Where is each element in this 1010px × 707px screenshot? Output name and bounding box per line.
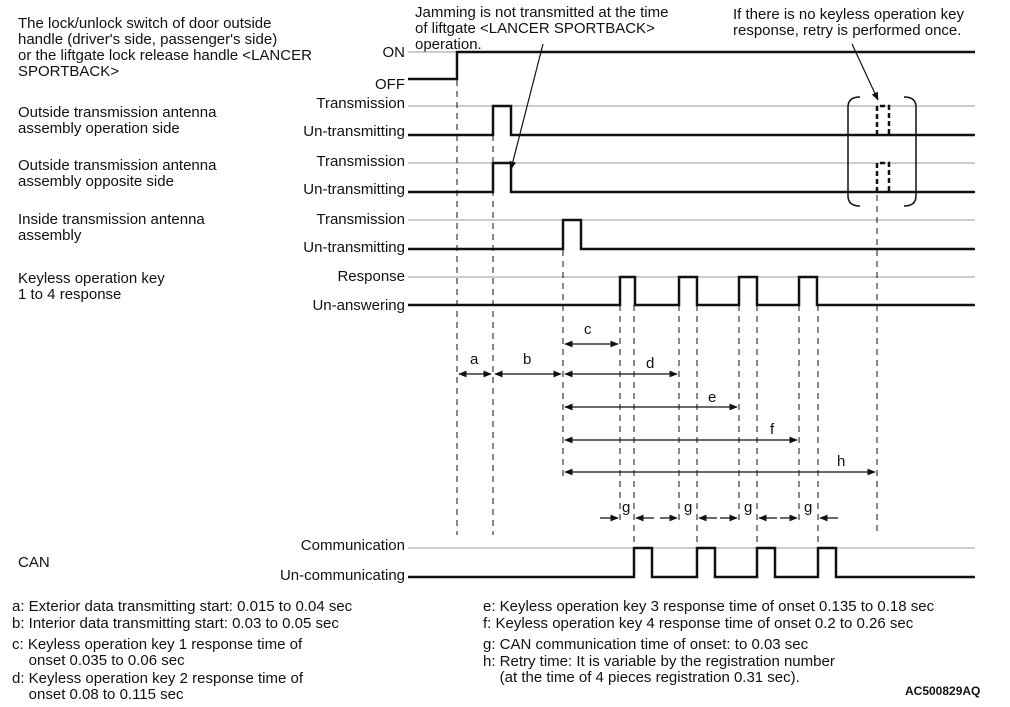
level-label-transmission-2: Transmission [316,153,405,170]
level-label-communication: Communication [300,537,405,554]
wave-keyless-response [408,275,975,307]
timing-markers [456,80,878,548]
level-label-transmission-1: Transmission [316,95,405,112]
wave-inside-antenna [408,218,975,251]
retry-pulses [875,104,891,192]
callout-pointers [509,43,879,170]
level-label-untransmitting-1: Un-transmitting [303,123,405,140]
signal-label-outside-antenna-operation: Outside transmission antenna assembly op… [18,104,217,137]
level-label-transmission-3: Transmission [316,211,405,228]
signal-label-outside-antenna-opposite: Outside transmission antenna assembly op… [18,157,217,190]
figure-code: AC500829AQ [905,684,981,698]
level-label-uncommunicating: Un-communicating [279,567,405,584]
legend-h: h: Retry time: It is variable by the reg… [483,653,835,686]
interval-arrows [458,340,876,522]
signal-label-door-switch: The lock/unlock switch of door outside h… [18,15,312,80]
legend-g: g: CAN communication time of onset: to 0… [483,636,809,653]
wave-outside-antenna-operation [408,104,975,137]
interval-label-b: b [523,351,531,368]
legend-d: d: Keyless operation key 2 response time… [12,670,303,703]
callout-jamming: Jamming is not transmitted at the time o… [415,4,669,53]
signal-label-keyless-key: Keyless operation key 1 to 4 response [18,270,165,303]
interval-label-g: g [804,499,812,516]
interval-label-f: f [770,421,775,438]
interval-label-g: g [744,499,752,516]
signal-label-inside-antenna: Inside transmission antenna assembly [18,211,205,244]
interval-label-c: c [584,321,592,338]
waveforms [408,50,975,579]
wave-door-switch [408,50,975,81]
legend-e: e: Keyless operation key 3 response time… [483,598,935,615]
interval-label-g: g [684,499,692,516]
level-label-untransmitting-3: Un-transmitting [303,239,405,256]
interval-label-a: a [470,351,479,368]
wave-can [408,546,975,579]
level-label-untransmitting-2: Un-transmitting [303,181,405,198]
legend-a: a: Exterior data transmitting start: 0.0… [12,598,353,615]
level-label-response: Response [337,268,405,285]
interval-labels: a b c d e f h g g g g [470,321,845,516]
legend-f: f: Keyless operation key 4 response time… [483,615,914,632]
level-label-on: ON [382,44,406,61]
callout-retry: If there is no keyless operation key res… [733,6,964,39]
level-label-unanswering: Un-answering [312,297,405,314]
interval-label-d: d [646,355,654,372]
interval-label-e: e [708,389,716,406]
signal-label-can: CAN [18,554,50,571]
interval-label-h: h [837,453,845,470]
legend-c: c: Keyless operation key 1 response time… [12,636,303,669]
wave-outside-antenna-opposite [408,161,975,194]
level-label-off: OFF [375,76,405,93]
retry-bracket [847,96,917,207]
legend-b: b: Interior data transmitting start: 0.0… [12,615,339,632]
interval-label-g: g [622,499,630,516]
